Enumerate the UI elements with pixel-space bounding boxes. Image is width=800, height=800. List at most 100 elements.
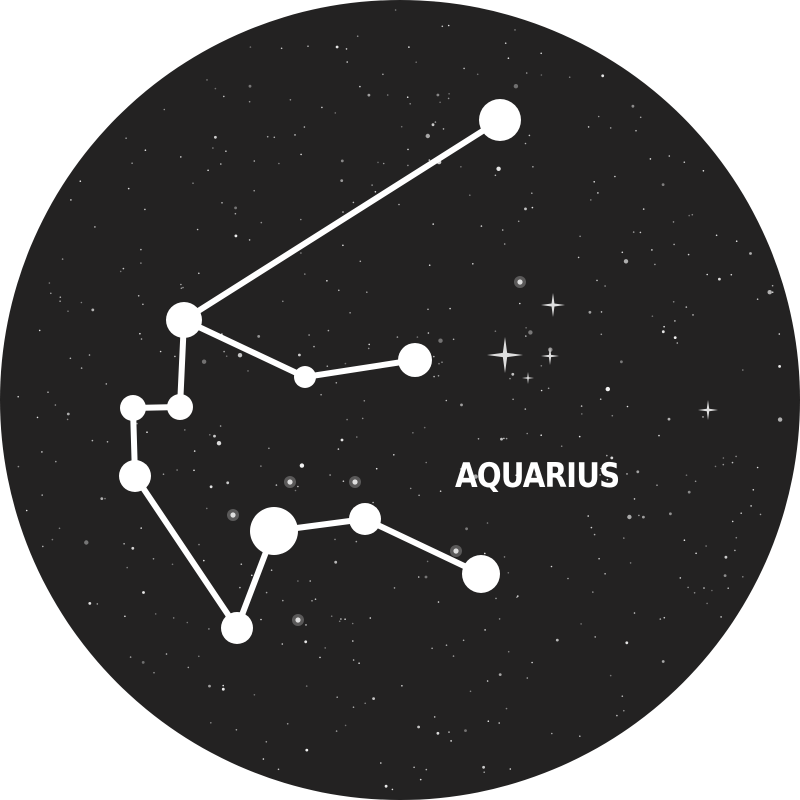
background-star	[335, 45, 339, 49]
background-star	[180, 156, 182, 158]
background-star	[525, 335, 527, 337]
background-star	[326, 280, 328, 282]
background-star	[382, 162, 385, 165]
background-star	[767, 290, 772, 295]
background-star	[300, 218, 302, 221]
background-star	[663, 616, 666, 619]
background-star	[742, 576, 744, 578]
background-star	[174, 355, 176, 358]
background-star	[498, 673, 502, 676]
background-star	[605, 386, 610, 392]
background-star	[526, 432, 528, 435]
background-star	[186, 621, 189, 624]
background-star	[417, 576, 420, 578]
background-star	[88, 354, 91, 356]
background-star	[203, 559, 205, 562]
background-star	[182, 286, 184, 289]
background-star	[311, 600, 313, 602]
background-star	[579, 735, 581, 737]
background-star	[309, 580, 312, 582]
constellation-line	[302, 357, 418, 380]
background-star	[17, 465, 20, 468]
background-star	[374, 191, 377, 193]
background-star	[123, 543, 125, 545]
background-star	[234, 206, 238, 210]
background-star	[452, 338, 455, 341]
background-star	[687, 253, 690, 256]
background-star	[275, 484, 278, 486]
background-star	[409, 487, 412, 490]
background-star	[344, 724, 347, 727]
background-star	[756, 466, 759, 469]
background-star	[656, 484, 658, 487]
background-star	[633, 612, 636, 614]
background-star	[153, 671, 155, 674]
background-star	[122, 267, 125, 270]
background-star	[550, 565, 553, 568]
background-star	[334, 538, 336, 541]
background-star	[711, 589, 713, 592]
background-star	[314, 598, 317, 600]
background-star	[382, 73, 384, 76]
background-star	[482, 765, 485, 769]
background-star	[146, 431, 148, 434]
background-star	[221, 202, 223, 204]
background-star	[61, 258, 64, 260]
background-star	[59, 300, 61, 303]
background-star	[436, 731, 440, 735]
background-star	[528, 330, 533, 335]
background-star	[730, 273, 733, 276]
background-star	[673, 336, 677, 339]
background-star	[668, 155, 671, 157]
background-star	[756, 298, 759, 301]
background-star	[282, 300, 284, 303]
background-star	[503, 556, 506, 558]
background-star	[187, 666, 190, 669]
background-star	[494, 330, 497, 333]
background-star	[400, 125, 403, 128]
background-star	[503, 437, 505, 440]
background-star	[380, 762, 382, 764]
background-star	[441, 361, 443, 364]
background-star	[401, 685, 403, 687]
background-star	[449, 307, 451, 310]
background-star	[551, 732, 553, 735]
background-star	[526, 677, 529, 679]
background-star	[623, 709, 625, 712]
background-star	[661, 660, 665, 663]
background-star	[69, 357, 72, 360]
background-star	[734, 549, 736, 552]
background-star	[642, 515, 645, 519]
background-star	[439, 101, 441, 104]
background-star	[358, 662, 360, 664]
background-star	[651, 315, 654, 318]
glow-star-core	[453, 548, 459, 554]
background-star	[415, 61, 418, 63]
background-star	[340, 438, 344, 442]
background-star	[511, 372, 515, 376]
background-star	[495, 597, 497, 600]
background-star	[750, 505, 752, 507]
background-star	[685, 474, 688, 477]
background-star	[442, 128, 445, 130]
background-star	[486, 522, 489, 524]
constellation-line	[181, 117, 503, 323]
background-star	[629, 562, 632, 564]
sparkle-star	[541, 293, 565, 317]
background-star	[683, 539, 686, 541]
background-star	[735, 536, 738, 539]
background-star	[723, 574, 727, 577]
background-star	[661, 330, 665, 334]
background-star	[587, 126, 590, 128]
background-star	[416, 336, 419, 338]
background-star	[59, 296, 62, 299]
background-star	[294, 489, 297, 492]
background-star	[674, 320, 676, 322]
background-star	[654, 263, 656, 266]
background-star	[540, 74, 543, 76]
background-star	[606, 478, 609, 481]
background-star	[25, 509, 28, 512]
background-star	[425, 461, 428, 464]
background-star	[676, 342, 679, 344]
background-star	[448, 93, 450, 95]
